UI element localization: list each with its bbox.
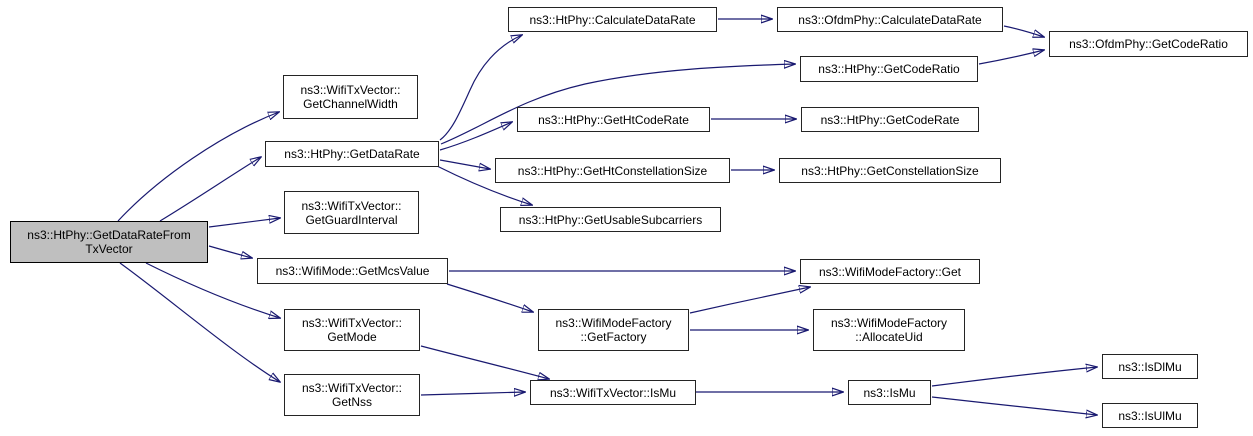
- node-is-dl-mu[interactable]: ns3::IsDlMu: [1102, 354, 1198, 379]
- node-get-ht-constellation-size[interactable]: ns3::HtPhy::GetHtConstellationSize: [495, 158, 730, 183]
- edge-get-data-rate-to-get-usable-subcarriers: [436, 165, 532, 205]
- edge-main-to-get-mcs-value: [208, 245, 252, 258]
- edge-get-mcs-value-to-get-factory: [446, 283, 533, 312]
- edge-is-mu-to-is-dl-mu: [931, 367, 1097, 387]
- node-is-mu[interactable]: ns3::IsMu: [848, 380, 931, 405]
- edge-main-to-get-mode: [145, 262, 280, 318]
- edge-is-mu-to-is-ul-mu: [931, 396, 1097, 415]
- node-get-usable-subcarriers[interactable]: ns3::HtPhy::GetUsableSubcarriers: [500, 207, 721, 232]
- edge-get-data-rate-to-get-ht-code-rate: [439, 122, 512, 151]
- edge-ofdm-calculate-data-rate-to-ofdm-get-code-ratio: [1003, 25, 1044, 37]
- node-ht-calculate-data-rate[interactable]: ns3::HtPhy::CalculateDataRate: [508, 7, 717, 32]
- edge-get-nss-to-wifi-tx-vector-is-mu: [420, 392, 525, 395]
- edge-get-data-rate-to-get-ht-constellation-size: [439, 159, 490, 169]
- edge-get-data-rate-to-ht-get-code-ratio: [440, 64, 795, 145]
- node-ht-get-code-ratio[interactable]: ns3::HtPhy::GetCodeRatio: [800, 56, 978, 82]
- edge-main-to-get-nss: [119, 262, 280, 382]
- node-get-mcs-value[interactable]: ns3::WifiMode::GetMcsValue: [257, 258, 448, 284]
- node-get-mode[interactable]: ns3::WifiTxVector:: GetMode: [284, 309, 420, 351]
- edge-get-factory-to-wifi-mode-factory-get: [689, 287, 810, 314]
- edge-main-to-get-channel-width: [117, 112, 279, 222]
- node-get-code-rate[interactable]: ns3::HtPhy::GetCodeRate: [801, 107, 979, 132]
- node-ofdm-get-code-ratio[interactable]: ns3::OfdmPhy::GetCodeRatio: [1049, 31, 1248, 57]
- node-get-data-rate[interactable]: ns3::HtPhy::GetDataRate: [265, 141, 439, 167]
- node-is-ul-mu[interactable]: ns3::IsUlMu: [1102, 403, 1198, 428]
- node-ofdm-calculate-data-rate[interactable]: ns3::OfdmPhy::CalculateDataRate: [777, 7, 1003, 32]
- node-get-constellation-size[interactable]: ns3::HtPhy::GetConstellationSize: [779, 158, 1001, 183]
- node-get-factory[interactable]: ns3::WifiModeFactory ::GetFactory: [538, 309, 689, 351]
- node-wifi-mode-factory-get[interactable]: ns3::WifiModeFactory::Get: [800, 259, 980, 284]
- edge-main-to-get-data-rate: [159, 157, 261, 222]
- node-get-ht-code-rate[interactable]: ns3::HtPhy::GetHtCodeRate: [517, 107, 710, 132]
- node-wifi-tx-vector-is-mu[interactable]: ns3::WifiTxVector::IsMu: [530, 380, 696, 405]
- edge-ht-get-code-ratio-to-ofdm-get-code-ratio: [978, 50, 1044, 65]
- edge-main-to-get-guard-interval: [208, 218, 280, 228]
- node-get-channel-width[interactable]: ns3::WifiTxVector:: GetChannelWidth: [283, 75, 418, 119]
- node-get-nss[interactable]: ns3::WifiTxVector:: GetNss: [284, 374, 420, 416]
- edge-get-data-rate-to-ht-calculate-data-rate: [439, 35, 522, 141]
- node-get-data-rate-from-tx-vector: ns3::HtPhy::GetDataRateFrom TxVector: [10, 221, 208, 263]
- node-allocate-uid[interactable]: ns3::WifiModeFactory ::AllocateUid: [813, 309, 965, 351]
- edge-get-mode-to-wifi-tx-vector-is-mu: [420, 345, 549, 379]
- node-get-guard-interval[interactable]: ns3::WifiTxVector:: GetGuardInterval: [284, 191, 419, 234]
